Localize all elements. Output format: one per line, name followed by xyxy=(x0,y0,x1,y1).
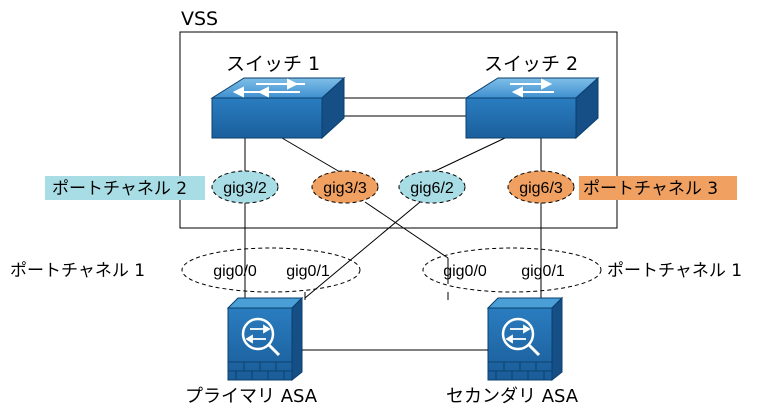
port-channel-1-left-ellipse xyxy=(181,247,361,293)
port-channel-2-bg xyxy=(45,176,205,200)
secondary-asa-icon xyxy=(486,296,564,382)
port-gig3-3: gig3/3 xyxy=(311,170,379,204)
port-channel-1-left-label: ポートチャネル 1 xyxy=(10,261,145,281)
port-gig6-2: gig6/2 xyxy=(398,170,466,204)
primary-gig0-1: gig0/1 xyxy=(286,263,330,280)
switch-2-label: スイッチ 2 xyxy=(484,53,578,75)
switch-1-label: スイッチ 1 xyxy=(226,53,320,75)
switch-2 xyxy=(464,76,600,140)
primary-asa-icon xyxy=(226,296,304,382)
port-gig6-3: gig6/3 xyxy=(507,170,575,204)
vss-label: VSS xyxy=(181,8,218,30)
port-channel-1-right-ellipse xyxy=(422,247,602,293)
switch-1 xyxy=(210,76,346,140)
switch-interlink xyxy=(322,97,466,117)
port-channel-2-label: ポートチャネル 2 xyxy=(52,179,187,199)
secondary-asa-label: セカンダリ ASA xyxy=(446,386,579,407)
port-channel-1-right-label: ポートチャネル 1 xyxy=(607,261,742,281)
switch-arrows-icon xyxy=(232,78,305,98)
primary-asa-label: プライマリ ASA xyxy=(185,386,318,407)
port-gig3-2: gig3/2 xyxy=(211,170,279,204)
switch-arrows-icon xyxy=(510,78,554,98)
svg-text:gig6/3: gig6/3 xyxy=(519,180,563,197)
svg-text:gig6/2: gig6/2 xyxy=(410,180,454,197)
secondary-gig0-0: gig0/0 xyxy=(443,263,487,280)
port-channel-3-label: ポートチャネル 3 xyxy=(583,179,718,199)
svg-text:gig3/3: gig3/3 xyxy=(323,180,367,197)
svg-text:gig3/2: gig3/2 xyxy=(223,180,267,197)
vss-box xyxy=(179,31,618,229)
port-channel-3-bg xyxy=(579,176,737,200)
primary-gig0-0: gig0/0 xyxy=(213,263,257,280)
secondary-gig0-1: gig0/1 xyxy=(521,263,565,280)
